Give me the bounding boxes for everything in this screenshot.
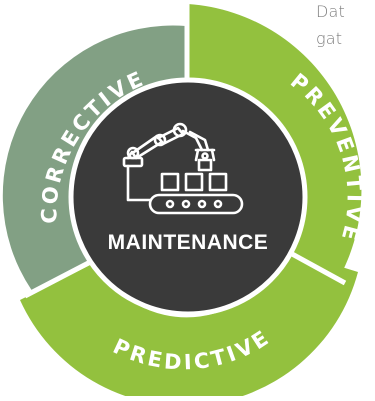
center-label: MAINTENANCE [108, 231, 269, 254]
side-text-line-1: Dat [316, 2, 345, 21]
segment-predictive [20, 249, 358, 401]
robotic-arm-conveyor-icon [122, 122, 244, 215]
separator-right [281, 246, 347, 286]
separator-left [23, 255, 100, 299]
center-circle [68, 77, 308, 317]
side-text-line-2: gat [316, 29, 343, 48]
